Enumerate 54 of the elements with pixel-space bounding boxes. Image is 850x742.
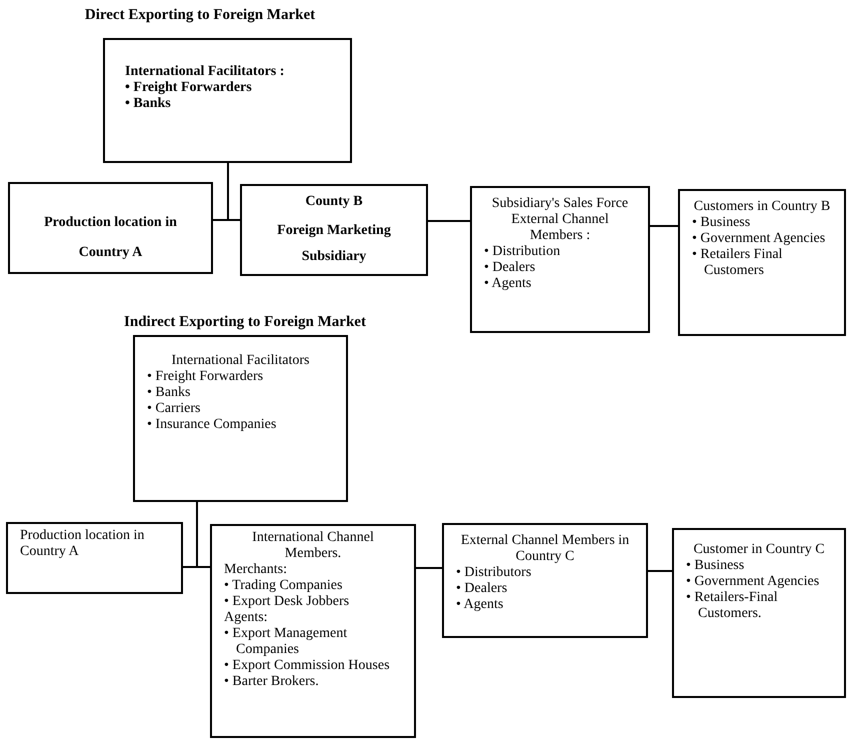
list-item: • Agents — [456, 597, 504, 613]
list-item: • Banks — [147, 385, 192, 401]
box-text: Customer in Country C — [692, 542, 826, 558]
box-text: Production location in Country A — [20, 528, 146, 560]
process-box — [6, 522, 183, 594]
list-item: • Banks — [125, 96, 172, 112]
list-item: • Freight Forwarders — [147, 369, 264, 385]
process-box — [678, 189, 846, 336]
list-item: • Trading Companies — [224, 578, 344, 594]
list-item: • Agents — [484, 276, 532, 292]
list-item: • Barter Brokers. — [224, 674, 320, 690]
process-box — [470, 186, 650, 333]
list-item: • Business — [692, 215, 752, 231]
list-item: • Dealers — [484, 260, 536, 276]
list-item: • Government Agencies — [686, 574, 820, 590]
process-box — [210, 524, 416, 738]
box-text: County B — [304, 194, 364, 210]
list-item: • Distribution — [484, 244, 562, 260]
process-box — [240, 184, 428, 276]
section-heading: Direct Exporting to Foreign Market — [84, 6, 316, 25]
connector-line — [196, 502, 210, 568]
box-text: Subsidiary's Sales Force External Channel Members : — [490, 196, 630, 244]
process-box — [442, 523, 648, 638]
box-text: International Facilitators — [170, 353, 310, 369]
list-item: • Freight Forwarders — [125, 80, 253, 96]
connector-line — [428, 220, 470, 222]
list-item: • Retailers Final Customers — [692, 247, 784, 279]
list-item: • Retailers-Final Customers. — [686, 590, 779, 622]
list-item: • Business — [686, 558, 746, 574]
box-text: Merchants: — [224, 562, 288, 578]
process-box — [103, 38, 352, 163]
section-heading: Indirect Exporting to Foreign Market — [123, 313, 367, 332]
list-item: • Distributors — [456, 565, 532, 581]
box-text: Customers in Country B — [692, 199, 832, 215]
box-text: External Channel Members in Country C — [460, 533, 630, 565]
list-item: • Insurance Companies — [147, 417, 278, 433]
list-item: • Export Commission Houses — [224, 658, 391, 674]
box-text: Foreign Marketing Subsidiary — [276, 222, 392, 266]
connector-line — [648, 570, 672, 572]
box-text: Agents: — [224, 610, 269, 626]
box-text: International Channel Members. — [251, 530, 375, 562]
list-item: • Dealers — [456, 581, 508, 597]
box-text: Production location in Country A — [43, 214, 178, 262]
list-item: • Export Management Companies — [224, 626, 348, 658]
list-item: • Carriers — [147, 401, 202, 417]
process-box — [672, 528, 846, 698]
list-item: • Export Desk Jobbers — [224, 594, 350, 610]
connector-line — [416, 567, 442, 569]
process-box — [133, 335, 348, 502]
connector-line — [650, 225, 678, 227]
list-item: • Government Agencies — [692, 231, 826, 247]
box-text: International Facilitators : — [125, 64, 286, 80]
connector-line — [227, 163, 240, 221]
process-box — [8, 182, 213, 274]
